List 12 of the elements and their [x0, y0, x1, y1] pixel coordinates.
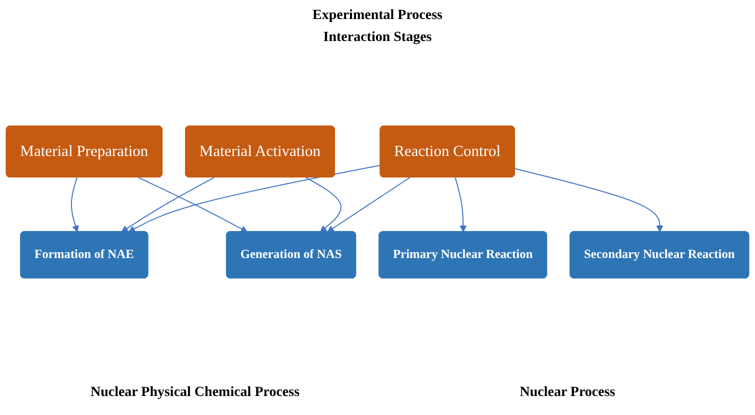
- arrow: [514, 168, 664, 232]
- bracket-label: Nuclear Physical Chemical Process: [89, 385, 301, 401]
- bracket-label: Nuclear Process: [518, 385, 616, 401]
- arrow: [327, 177, 410, 232]
- arrow: [70, 177, 79, 232]
- arrow: [306, 177, 342, 232]
- arrow: [454, 177, 467, 232]
- bracket-label: Experimental Process: [312, 8, 444, 24]
- arrow: [128, 164, 381, 232]
- bracket-label: Interaction Stages: [322, 30, 433, 46]
- arrow: [121, 177, 214, 232]
- arrow: [138, 177, 248, 232]
